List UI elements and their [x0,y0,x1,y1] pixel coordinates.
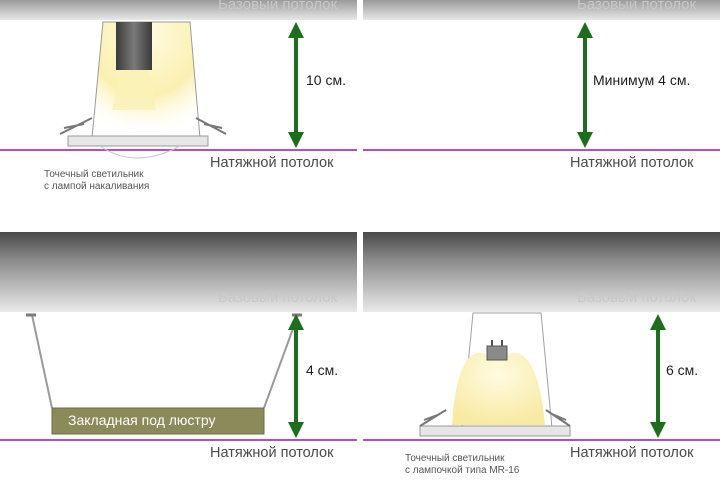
base-ceiling-label: Базовый потолок [577,0,697,13]
caption-line: с лампой накаливания [44,181,150,192]
incandescent-spotlight-icon [59,21,227,159]
distance-label: 6 см. [666,362,699,378]
mount-plate [51,407,265,435]
caption-line: Точечный светильник [405,453,505,464]
distance-label: Минимум 4 см. [593,72,691,88]
stretch-ceiling-label: Натяжной потолок [570,155,694,171]
base-ceiling-slab [363,232,720,312]
stretch-ceiling-label: Натяжной потолок [210,155,334,171]
base-ceiling-slab [363,0,720,20]
stretch-ceiling-label: Натяжной потолок [570,445,694,461]
base-ceiling-label: Базовый потолок [218,289,338,306]
base-ceiling-label: Базовый потолок [577,289,697,306]
mr16-spotlight-icon [419,312,571,437]
base-ceiling-slab [0,0,357,20]
stretch-ceiling-label: Натяжной потолок [210,445,334,461]
base-ceiling-label: Базовый потолок [218,0,338,13]
base-ceiling-slab [0,232,357,312]
caption-line: Точечный светильник [44,169,144,180]
distance-label: 4 см. [306,362,339,378]
caption-line: с лампочкой типа MR-16 [405,465,520,476]
distance-label: 10 см. [306,72,346,88]
mount-label: Закладная под люстру [68,412,216,428]
